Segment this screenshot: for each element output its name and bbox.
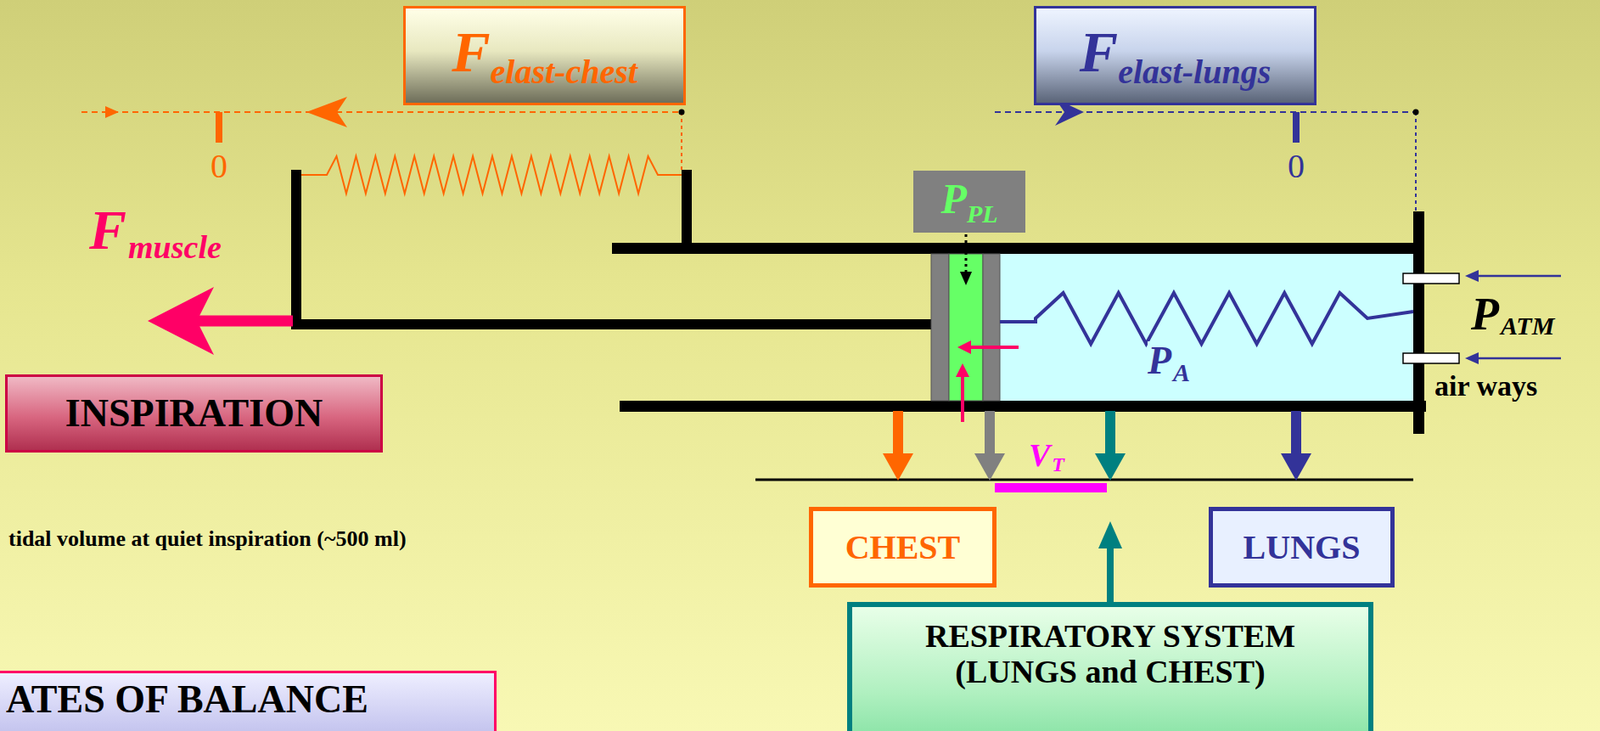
air-arrow [1475, 357, 1561, 360]
system-volume-marker [1105, 410, 1116, 457]
chest-wall-piston [931, 253, 949, 401]
tidal-volume-bar [994, 482, 1107, 493]
subscript: T [1051, 454, 1065, 475]
node-text-group: RESPIRATORY SYSTEM (LUNGS and CHEST) [889, 618, 1331, 691]
subscript: elast-chest [490, 52, 638, 91]
air-arrow [1475, 275, 1561, 278]
node-text-group: PPL [940, 175, 998, 228]
chest-force-box: Felast-chest [403, 5, 686, 106]
part-label: air ways [1434, 371, 1538, 401]
arrowhead [1094, 453, 1126, 481]
subscript: ATM [1500, 313, 1555, 339]
leader-line [1414, 112, 1417, 212]
subscript: A [1173, 359, 1191, 386]
zero-tick [1292, 112, 1300, 143]
chest-force-arrowhead [306, 96, 348, 128]
leader-line [680, 112, 683, 174]
note: tidal volume at quiet inspiration (~500 … [8, 527, 407, 551]
force-arrow [960, 373, 965, 422]
node-text-group: Felast-chest [451, 20, 638, 91]
node-label: ATES OF BALANCE [5, 678, 369, 722]
small-arrowhead [105, 106, 119, 118]
lungs-box: LUNGS [1208, 506, 1395, 588]
arrowhead [974, 453, 1005, 481]
states-of-balance-box: ATES OF BALANCE [0, 670, 497, 731]
subscript: elast-lungs [1117, 52, 1271, 91]
force-symbol: F [89, 202, 127, 259]
alveolar-space [999, 253, 1414, 401]
node-label: F [451, 19, 490, 85]
lung-volume-marker [1291, 410, 1302, 457]
chest-spring [301, 156, 682, 194]
arrowhead [1465, 269, 1479, 282]
zero-tick [215, 112, 223, 143]
chest-bracket [681, 169, 692, 248]
subscript: muscle [128, 230, 222, 264]
pressure-symbol: P [1470, 291, 1499, 337]
node-label: LUNGS [1243, 528, 1361, 567]
respiratory-system-box: RESPIRATORY SYSTEM (LUNGS and CHEST) [847, 601, 1374, 731]
arrowhead [960, 271, 972, 286]
node-text-group: LUNGS [1243, 528, 1361, 567]
phase-box: INSPIRATION [5, 374, 383, 453]
volume-symbol: V [1028, 438, 1050, 472]
arrowhead [955, 363, 970, 377]
lung-force-axis [994, 111, 1416, 113]
node-text-group: ATES OF BALANCE [5, 678, 369, 722]
node-text-group: INSPIRATION [65, 392, 323, 436]
node-label: INSPIRATION [65, 392, 323, 436]
pressure-symbol: P [1147, 341, 1172, 381]
dot [679, 109, 685, 116]
lung-spring [999, 292, 1414, 344]
arrowhead [1465, 352, 1479, 365]
muscle-force-arrow [193, 315, 293, 327]
volume-axis [755, 478, 1414, 482]
subscript: PL [966, 199, 999, 228]
chest-bracket [291, 169, 302, 330]
arrowhead [957, 340, 972, 354]
dot [1413, 109, 1420, 116]
arrowhead [147, 286, 214, 355]
force-arrow [967, 345, 1019, 349]
pleural-space [948, 253, 983, 401]
node-text-group: Felast-lungs [1079, 20, 1271, 91]
pleural-pressure-box: PPL [913, 170, 1026, 233]
cylinder-end-wall [1413, 211, 1425, 434]
volume-marker [984, 410, 995, 457]
node-label: CHEST [845, 528, 961, 567]
cylinder-wall [619, 400, 1426, 412]
lung-force-box: Felast-lungs [1033, 5, 1317, 106]
pressure-arrow [965, 234, 968, 274]
arrowhead [1280, 453, 1312, 481]
zero-mark: 0 [1287, 149, 1305, 184]
pointer-arrow [1106, 543, 1114, 603]
node-text-group: CHEST [845, 528, 961, 567]
chest-volume-marker [892, 410, 904, 457]
springs [301, 156, 1414, 344]
arrowhead [1098, 521, 1123, 549]
node-label: RESPIRATORY SYSTEM (LUNGS and CHEST) [889, 618, 1331, 691]
cylinder-wall [611, 242, 1424, 254]
node-label: P [940, 174, 967, 223]
airway-tube [1403, 353, 1460, 364]
chest-box: CHEST [808, 506, 997, 588]
chest-force-axis [81, 111, 682, 113]
lung-surface-piston [982, 253, 1000, 401]
arrowhead [882, 453, 914, 481]
zero-mark: 0 [210, 149, 228, 184]
airway-tube [1403, 273, 1460, 284]
muscle-rod [291, 319, 932, 330]
node-label: F [1079, 19, 1118, 85]
